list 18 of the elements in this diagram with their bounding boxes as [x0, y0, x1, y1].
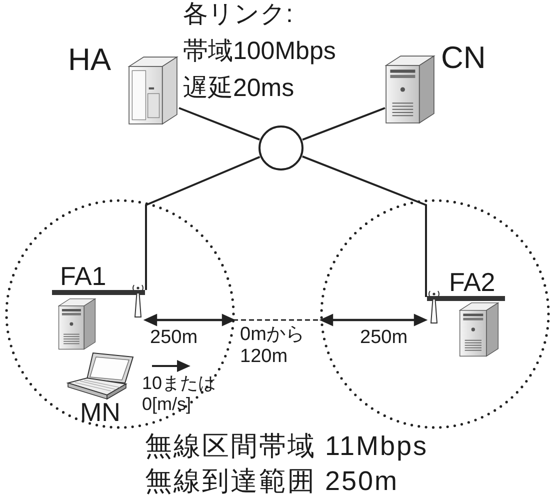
connector-line [178, 107, 260, 141]
node-label: FA2 [449, 268, 496, 298]
node-label: CN [441, 40, 486, 76]
wireless-spec-label: 無線区間帯域 11Mbps [145, 431, 428, 462]
node-label: FA1 [60, 262, 106, 292]
link-spec-label: 遅延20ms [183, 74, 294, 103]
wireless-spec-label: 無線到達範囲 250m [145, 466, 399, 498]
link-spec-label: 各リンク: [183, 0, 293, 29]
speed-label: 10または0[m/s] [142, 373, 218, 414]
connector-line [302, 107, 386, 141]
dimension-label: 250m [360, 327, 408, 349]
node-label: MN [80, 398, 120, 428]
connector-line [145, 156, 260, 290]
dimension-label: 250m [150, 327, 198, 349]
link-spec-label: 帯域100Mbps [183, 37, 336, 66]
connector-line [302, 155, 427, 297]
node-label: HA [68, 42, 112, 78]
dimension-label: 0mから120m [240, 324, 306, 368]
